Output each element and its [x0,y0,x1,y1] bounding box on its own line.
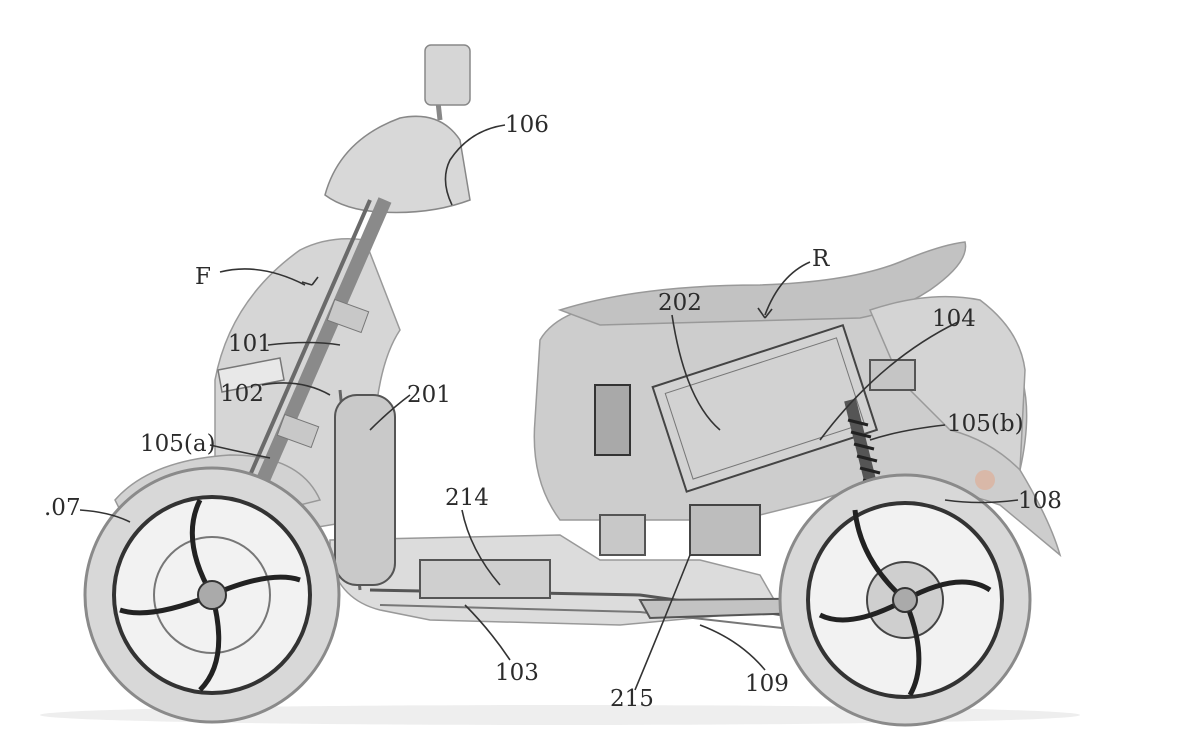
controller-box [689,504,761,556]
rear-box [869,359,916,391]
seat [557,241,967,326]
upper-battery [651,323,879,493]
rear-wheel [778,473,1032,727]
front-wheel [83,466,341,724]
mirror [424,44,471,106]
label-f: F [195,264,211,290]
label-103: 103 [495,660,539,686]
tail-section [868,295,1026,472]
label-214: 214 [445,485,489,511]
charger-unit [599,514,646,556]
label-107: .07 [44,495,81,521]
bracket [594,384,631,456]
leader-lines [79,124,1019,691]
label-106: 106 [505,112,549,138]
fork-collar-lower [276,413,320,449]
label-202: 202 [658,290,702,316]
rear-shock-spring [847,418,884,487]
label-101: 101 [228,331,272,357]
label-102: 102 [220,381,264,407]
label-108: 108 [1018,488,1062,514]
label-215: 215 [610,686,654,712]
headlamp [217,357,285,393]
label-105b: 105(b) [947,411,1024,437]
handlebar-cowl [324,115,471,214]
ground-shadow [40,705,1080,725]
label-109: 109 [745,671,789,697]
label-105a: 105(a) [140,431,216,457]
label-104: 104 [932,306,976,332]
label-r: R [812,246,830,272]
label-201: 201 [407,382,451,408]
cylinder-unit [334,394,396,586]
tail-lamp [975,470,995,490]
fork-collar-upper [326,298,370,334]
